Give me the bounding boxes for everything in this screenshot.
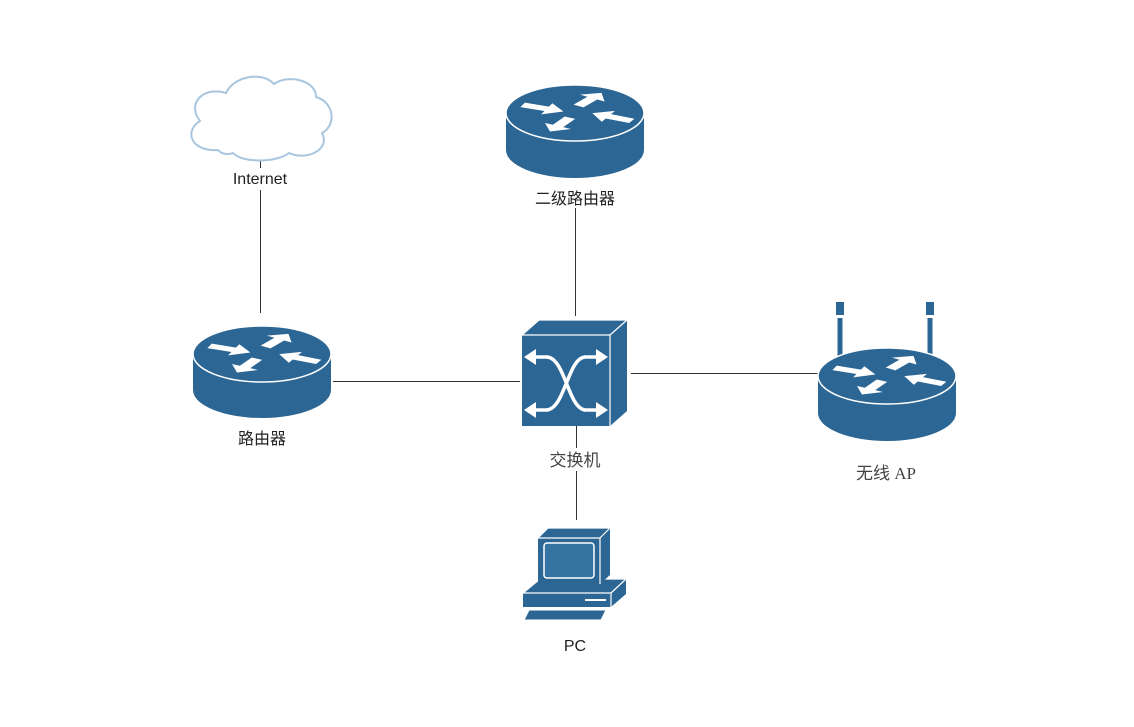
wireless-router-icon <box>817 347 957 441</box>
pc-node: PC <box>522 527 627 655</box>
router-icon <box>505 84 645 178</box>
wireless-ap-node: 无线 AP <box>817 302 957 483</box>
internet-label: Internet <box>233 171 288 188</box>
secondary-router-node: 二级路由器 <box>505 84 645 208</box>
switch-node: 交换机 <box>521 319 628 470</box>
antenna-icon <box>836 302 934 358</box>
pc-icon <box>522 527 627 621</box>
internet-node: Internet <box>190 75 333 188</box>
links <box>260 158 818 520</box>
wireless-ap-label: 无线 AP <box>856 464 916 483</box>
screen <box>543 542 595 579</box>
cloud-icon <box>190 75 333 162</box>
secondary-router-label: 二级路由器 <box>535 190 615 208</box>
router-icon <box>192 325 332 418</box>
router-node: 路由器 <box>192 325 332 448</box>
router-label: 路由器 <box>238 430 286 448</box>
switch-icon <box>521 319 628 426</box>
switch-label: 交换机 <box>550 451 601 470</box>
pc-label: PC <box>564 638 586 655</box>
